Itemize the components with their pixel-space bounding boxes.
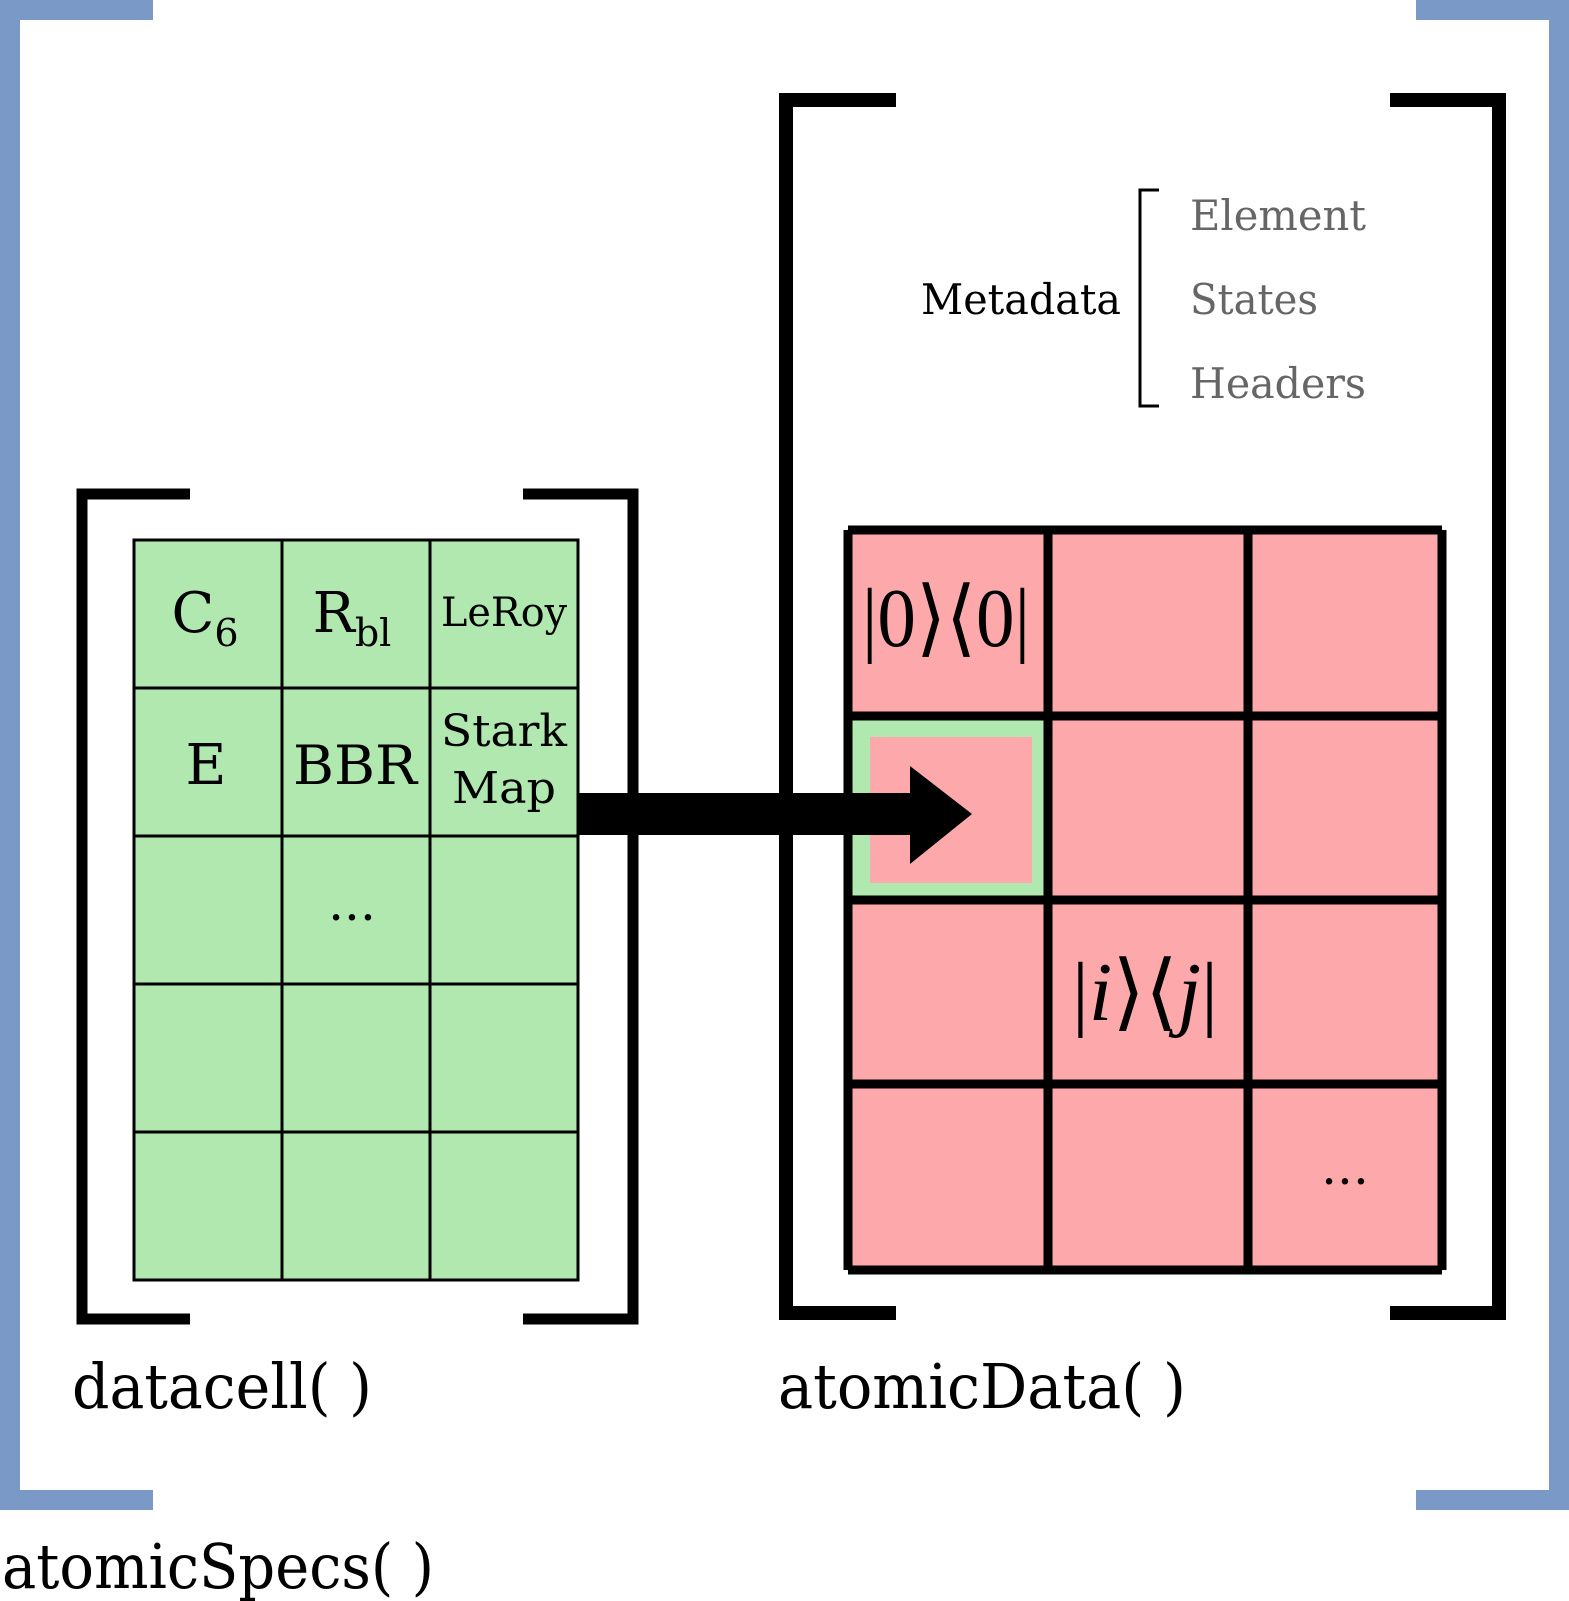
atomic-data-bracket [779, 93, 1506, 1320]
metadata-item-headers: Headers [1190, 359, 1366, 408]
matrix-cell-ij-bar-right: | [1201, 946, 1218, 1039]
metadata-label: Metadata [921, 275, 1121, 324]
metadata-item-states: States [1190, 275, 1318, 324]
datacell-bracket-left [76, 488, 190, 1325]
cell-leroy: LeRoy [441, 590, 567, 636]
matrix-cell-ij: |i⟩⟨j| [1072, 946, 1218, 1039]
matrix-cell-ij-bar-left: | [1072, 946, 1089, 1039]
cell-e: E [186, 733, 227, 798]
cell-bbr: BBR [293, 734, 418, 797]
cell-c6: C6 [171, 581, 238, 655]
atomic-data-label: atomicData( ) [778, 1350, 1186, 1423]
datacell-bracket [76, 488, 639, 1325]
metadata-item-element: Element [1190, 191, 1366, 240]
metadata-block: Metadata Element States Headers [921, 188, 1366, 408]
matrix-cell-ij-i: i [1089, 946, 1112, 1039]
cell-stark-line2: Map [452, 763, 556, 814]
arrow-head [910, 766, 972, 864]
mapping-arrow [578, 766, 972, 864]
atomic-data-matrix: |0⟩⟨0| |i⟩⟨j| ... [843, 525, 1447, 1275]
cell-rbl-main: R [313, 581, 357, 646]
outer-bracket-right [1416, 0, 1569, 1510]
datacell-label: datacell( ) [72, 1350, 372, 1423]
atomic-data-bracket-left [779, 93, 896, 1320]
cell-rbl-subscript: bl [355, 611, 391, 655]
atomic-specs-label: atomicSpecs( ) [2, 1530, 434, 1601]
metadata-bracket [1138, 188, 1159, 408]
cell-c6-subscript: 6 [214, 611, 238, 655]
cell-stark-line1: Stark [441, 706, 567, 757]
arrow-shaft [578, 793, 918, 835]
atomic-data-bracket-right [1390, 93, 1506, 1320]
cell-rbl: Rbl [313, 581, 392, 655]
datacell-bracket-right [523, 488, 639, 1325]
matrix-cell-00: |0⟩⟨0| [862, 572, 1030, 665]
matrix-ellipsis: ... [1321, 1138, 1369, 1196]
outer-bracket-left [0, 0, 153, 1510]
cell-c6-main: C [171, 581, 214, 646]
matrix-cell-ij-brackets: ⟩⟨ [1112, 946, 1178, 1039]
datacell-grid-background [132, 538, 580, 1282]
datacell-grid: C6 Rbl LeRoy E BBR Stark Map ... [132, 538, 580, 1282]
atomic-specs-bracket [0, 0, 1569, 1510]
cell-ellipsis: ... [328, 874, 376, 932]
